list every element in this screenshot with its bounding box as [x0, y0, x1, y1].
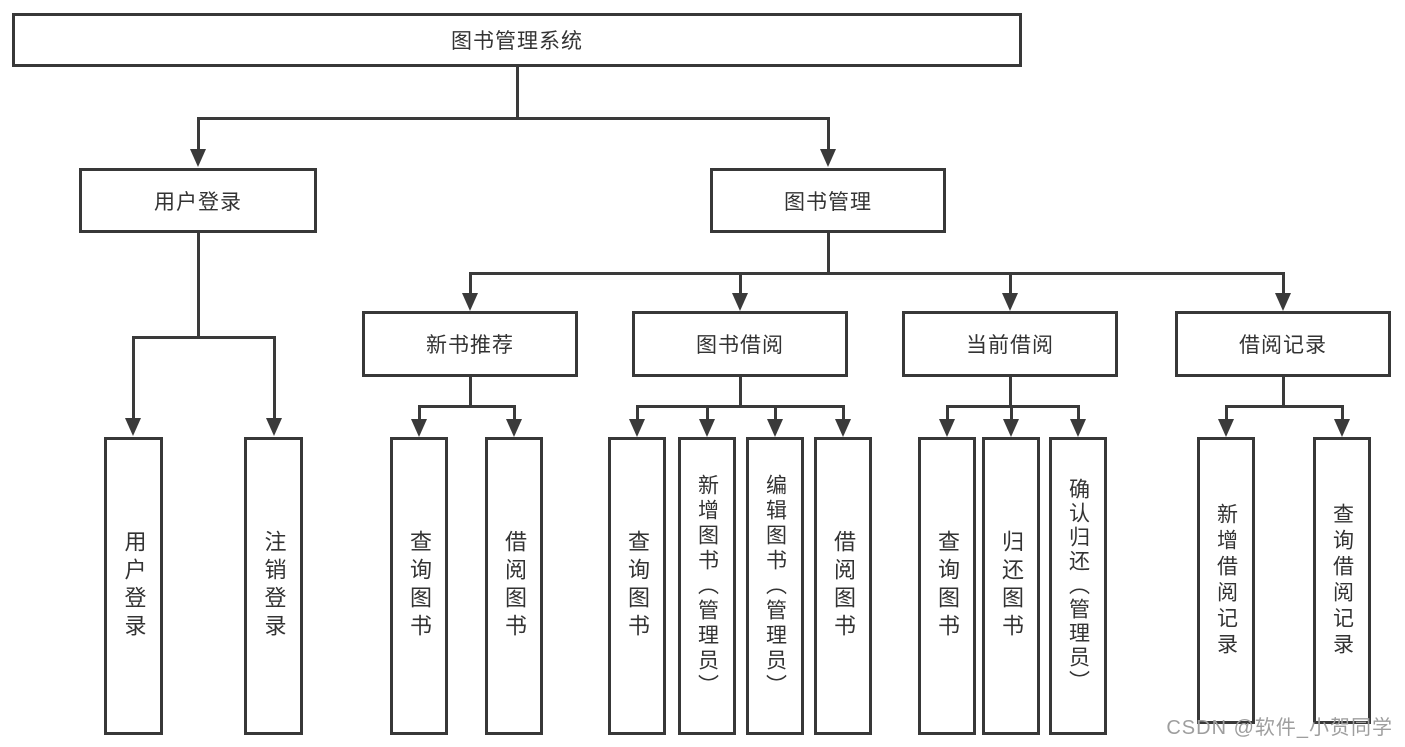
arrow-down-icon: [1275, 293, 1291, 311]
connector-borrow-records-stem: [1281, 272, 1285, 294]
connector-new-books-rail: [417, 405, 516, 408]
connector-new-books-stub: [468, 377, 472, 405]
connector-book-borrow-stub: [738, 377, 742, 405]
node-user-login-label: 用户登录: [154, 190, 242, 214]
connector-new-books-stem: [468, 272, 472, 294]
connector-level3-rail: [468, 272, 1285, 275]
leaf-query-books-2: 查询图书: [608, 437, 666, 735]
connector-leaf-stem: [841, 405, 845, 420]
connector-current-borrow-stem: [1008, 272, 1012, 294]
connector-borrow-records-stub: [1281, 377, 1285, 405]
arrow-down-icon: [820, 149, 836, 167]
leaf-add-book-admin: 新增图书（管理员）: [678, 437, 736, 735]
leaf-label: 借阅图书: [831, 530, 856, 642]
connector-level2-rail: [196, 117, 830, 120]
node-current-borrow: 当前借阅: [902, 311, 1118, 377]
leaf-label: 用户登录: [121, 530, 147, 642]
node-new-books: 新书推荐: [362, 311, 578, 377]
connector-leaf-stem: [512, 405, 516, 420]
arrow-down-icon: [1003, 419, 1019, 437]
arrow-down-icon: [506, 419, 522, 437]
arrow-down-icon: [1218, 419, 1234, 437]
connector-leaf-stem: [1340, 405, 1344, 420]
leaf-add-borrow-record: 新增借阅记录: [1197, 437, 1255, 724]
leaf-label: 注销登录: [261, 530, 287, 642]
arrow-down-icon: [1002, 293, 1018, 311]
leaf-label: 新增借阅记录: [1214, 502, 1238, 659]
connector-leaf-stem: [131, 336, 135, 418]
connector-leaf-stem: [272, 336, 276, 418]
arrow-down-icon: [767, 419, 783, 437]
connector-borrow-records-rail: [1224, 405, 1344, 408]
node-book-borrow: 图书借阅: [632, 311, 848, 377]
arrow-down-icon: [266, 418, 282, 436]
arrow-down-icon: [1334, 419, 1350, 437]
arrow-down-icon: [732, 293, 748, 311]
node-book-borrow-label: 图书借阅: [696, 334, 784, 357]
connector-leaf-stem: [773, 405, 777, 420]
leaf-edit-book-admin: 编辑图书（管理员）: [746, 437, 804, 735]
leaf-label: 查询图书: [407, 530, 432, 642]
leaf-borrow-books-1: 借阅图书: [485, 437, 543, 735]
arrow-down-icon: [125, 418, 141, 436]
node-root: 图书管理系统: [12, 13, 1022, 67]
connector-book-borrow-rail: [635, 405, 845, 408]
arrow-down-icon: [411, 419, 427, 437]
connector-user-login-stem: [196, 117, 200, 150]
leaf-label: 查询图书: [625, 530, 650, 642]
connector-book-mgmt-stem: [826, 117, 830, 150]
connector-leaf-stem: [945, 405, 949, 420]
arrow-down-icon: [629, 419, 645, 437]
arrow-down-icon: [699, 419, 715, 437]
leaf-user-login: 用户登录: [104, 437, 163, 735]
connector-root-stub: [515, 67, 519, 117]
node-borrow-records-label: 借阅记录: [1239, 334, 1327, 357]
leaf-logout: 注销登录: [244, 437, 303, 735]
leaf-query-borrow-record: 查询借阅记录: [1313, 437, 1371, 724]
node-book-mgmt: 图书管理: [710, 168, 946, 233]
connector-leaf-stem: [1224, 405, 1228, 420]
connector-book-borrow-stem: [738, 272, 742, 294]
connector-leaf-stem: [705, 405, 709, 420]
connector-leaf-stem: [1009, 405, 1013, 420]
node-user-login: 用户登录: [79, 168, 317, 233]
leaf-label: 查询借阅记录: [1330, 502, 1354, 659]
connector-leaf-stem: [635, 405, 639, 420]
leaf-confirm-return-admin: 确认归还（管理员）: [1049, 437, 1107, 735]
arrow-down-icon: [1070, 419, 1086, 437]
connector-current-borrow-stub: [1008, 377, 1012, 405]
leaf-query-books-3: 查询图书: [918, 437, 976, 735]
arrow-down-icon: [190, 149, 206, 167]
node-root-label: 图书管理系统: [451, 30, 583, 53]
leaf-label: 编辑图书（管理员）: [763, 473, 787, 699]
csdn-watermark: CSDN @软件_小贺同学: [1166, 717, 1393, 739]
connector-leaf-stem: [1076, 405, 1080, 420]
arrow-down-icon: [939, 419, 955, 437]
node-book-mgmt-label: 图书管理: [784, 190, 872, 214]
node-new-books-label: 新书推荐: [426, 334, 514, 357]
node-current-borrow-label: 当前借阅: [966, 334, 1054, 357]
connector-book-mgmt-stub: [826, 233, 830, 272]
leaf-label: 查询图书: [935, 530, 960, 642]
leaf-label: 归还图书: [999, 530, 1024, 642]
node-borrow-records: 借阅记录: [1175, 311, 1391, 377]
connector-leaf-stem: [417, 405, 421, 420]
leaf-borrow-books-2: 借阅图书: [814, 437, 872, 735]
leaf-label: 新增图书（管理员）: [695, 473, 719, 699]
arrow-down-icon: [462, 293, 478, 311]
connector-current-borrow-rail: [945, 405, 1080, 408]
connector-user-login-rail: [131, 336, 276, 339]
leaf-label: 借阅图书: [502, 530, 527, 642]
leaf-return-books: 归还图书: [982, 437, 1040, 735]
arrow-down-icon: [835, 419, 851, 437]
leaf-label: 确认归还（管理员）: [1066, 478, 1090, 694]
connector-user-login-stub: [196, 233, 200, 336]
leaf-query-books-1: 查询图书: [390, 437, 448, 735]
